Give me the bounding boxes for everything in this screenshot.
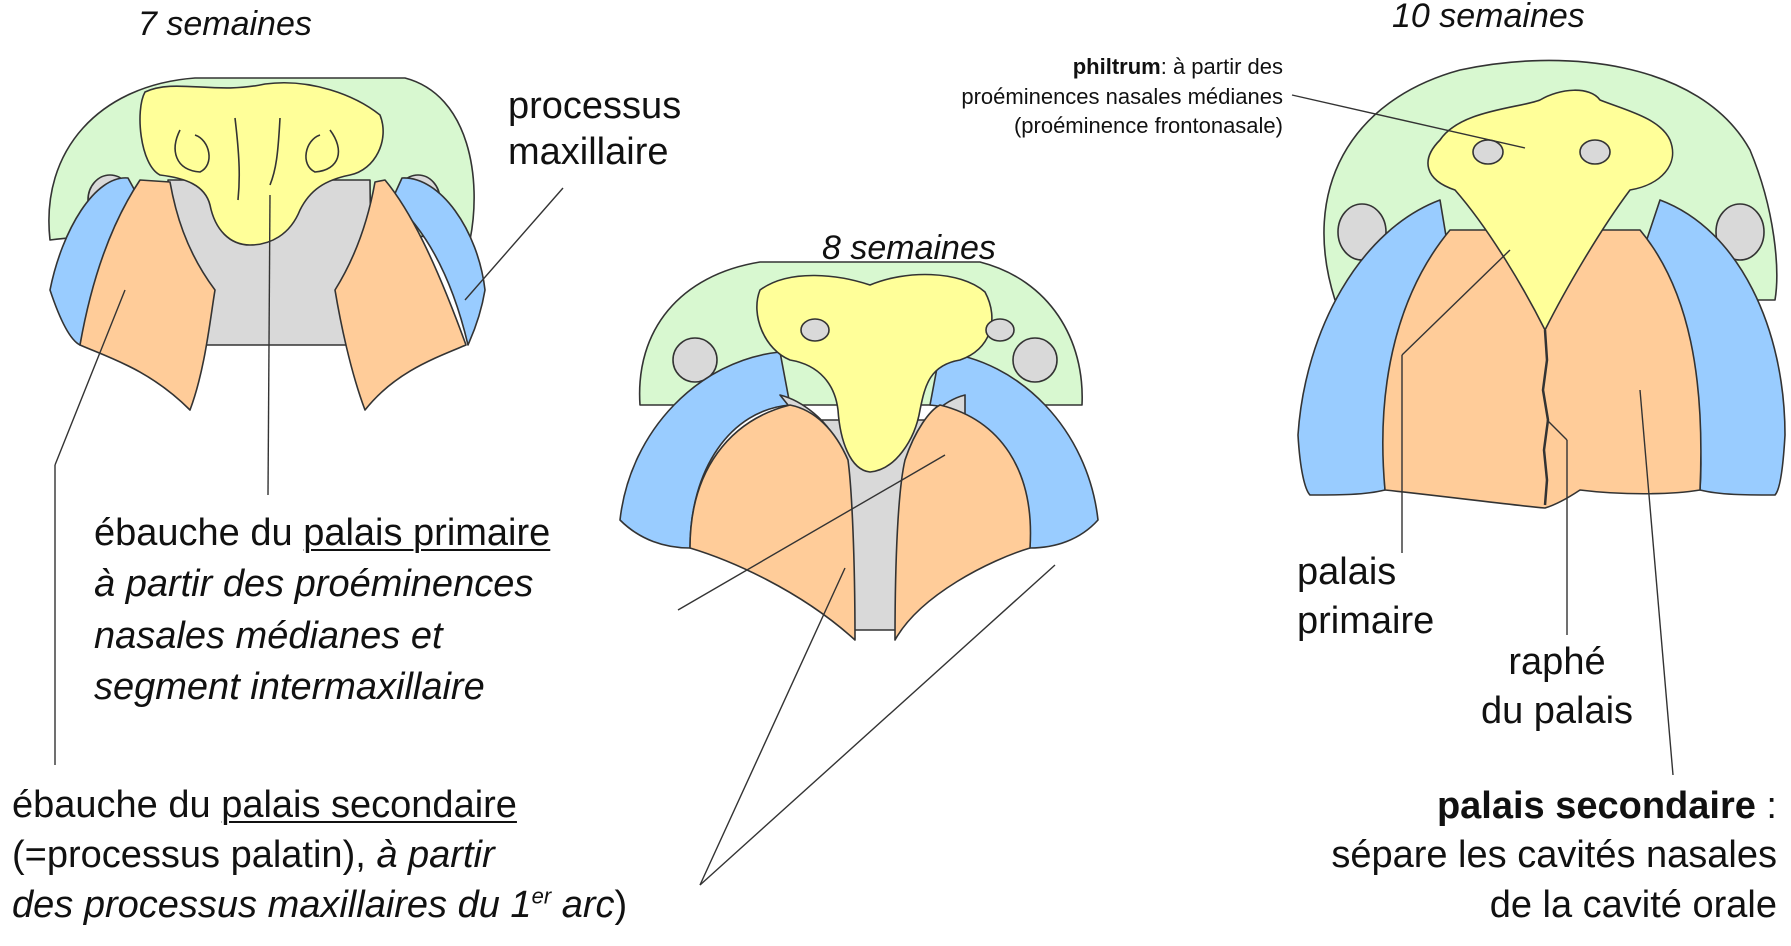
nostril-right-8w xyxy=(986,319,1014,341)
label-raphe-du-palais: raphé du palais xyxy=(1437,638,1677,737)
raphe-line1: raphé xyxy=(1437,638,1677,687)
palais-secondaire-rest: : xyxy=(1756,785,1777,827)
palais-secondaire-line2: sépare les cavités nasales xyxy=(1331,831,1777,880)
raphe-line2: du palais xyxy=(1437,687,1677,736)
palais-primaire-line1: palais xyxy=(1297,548,1434,597)
ebauche-secondaire-sup: er xyxy=(532,884,552,909)
ebauche-secondaire-line2a: (=processus palatin), xyxy=(12,834,376,876)
label-ebauche-palais-primaire: ébauche du palais primaire à partir des … xyxy=(94,508,550,713)
nasal-pit-right-8w xyxy=(1013,338,1057,382)
figure-7-weeks xyxy=(49,78,485,410)
palais-primaire-line2: primaire xyxy=(1297,597,1434,646)
nostril-left-8w xyxy=(801,319,829,341)
philtrum-rest: : à partir des xyxy=(1161,54,1283,79)
label-philtrum: philtrum: à partir des proéminences nasa… xyxy=(961,52,1283,141)
ebauche-primaire-line4: segment intermaxillaire xyxy=(94,662,550,713)
ebauche-secondaire-line2b: à partir xyxy=(376,834,494,876)
palais-secondaire-term: palais secondaire xyxy=(1437,785,1756,827)
figure-10-weeks xyxy=(1298,60,1785,508)
philtrum-line2: proéminences nasales médianes xyxy=(961,82,1283,112)
ebauche-primaire-line2: à partir des proéminences xyxy=(94,559,550,610)
ebauche-secondaire-term: palais secondaire xyxy=(221,784,517,826)
stage-label-7-weeks: 7 semaines xyxy=(138,4,312,45)
nostril-left-10w xyxy=(1473,140,1503,164)
palais-secondaire-line3: de la cavité orale xyxy=(1331,881,1777,930)
nostril-right-10w xyxy=(1580,140,1610,164)
ebauche-secondaire-line3b: arc xyxy=(551,884,614,926)
label-processus-maxillaire: processus maxillaire xyxy=(508,84,681,175)
figure-8-weeks xyxy=(620,262,1098,640)
ebauche-primaire-line3: nasales médianes et xyxy=(94,611,550,662)
philtrum-line3: (proéminence frontonasale) xyxy=(961,111,1283,141)
label-processus-maxillaire-line1: processus xyxy=(508,84,681,130)
stage-label-10-weeks: 10 semaines xyxy=(1392,0,1585,37)
philtrum-term: philtrum xyxy=(1073,54,1161,79)
ebauche-secondaire-line3c: ) xyxy=(615,884,628,926)
stage-label-8-weeks: 8 semaines xyxy=(822,228,996,269)
label-palais-primaire: palais primaire xyxy=(1297,548,1434,647)
ebauche-secondaire-prefix: ébauche du xyxy=(12,784,221,826)
label-ebauche-palais-secondaire: ébauche du palais secondaire (=processus… xyxy=(12,780,627,930)
ebauche-secondaire-line3a: des processus maxillaires du 1 xyxy=(12,884,532,926)
label-processus-maxillaire-line2: maxillaire xyxy=(508,130,681,176)
label-palais-secondaire: palais secondaire : sépare les cavités n… xyxy=(1331,782,1777,930)
ebauche-primaire-prefix: ébauche du xyxy=(94,512,303,554)
ebauche-primaire-term: palais primaire xyxy=(303,512,550,554)
